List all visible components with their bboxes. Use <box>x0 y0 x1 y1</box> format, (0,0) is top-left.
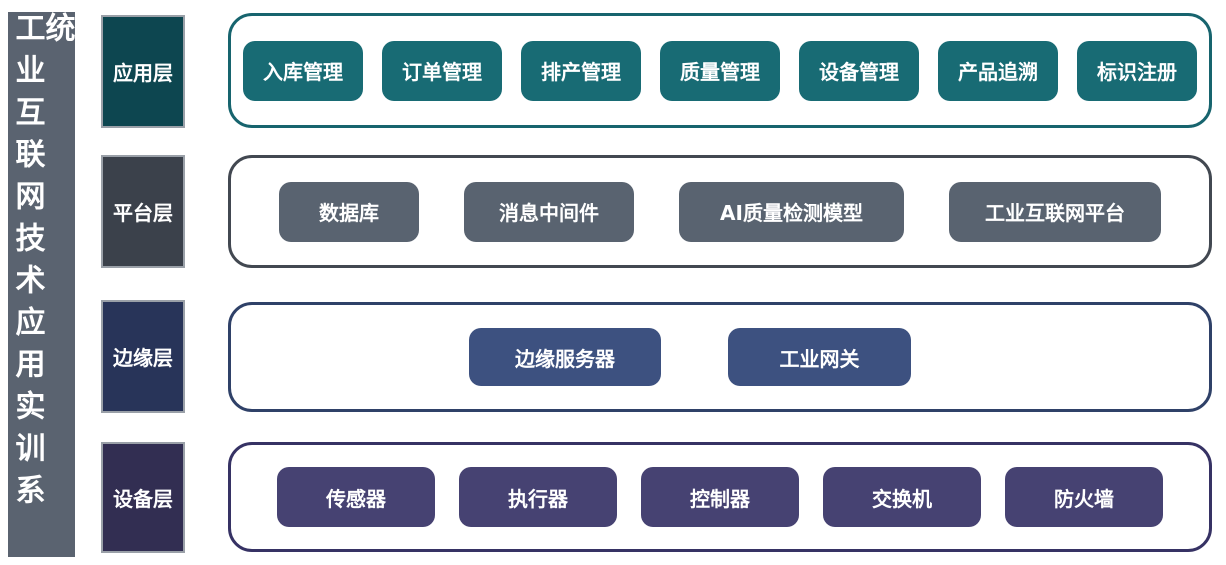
node-production-scheduling: 排产管理 <box>521 40 641 101</box>
layer-container-edge: 边缘服务器 工业网关 <box>228 302 1212 412</box>
node-controller: 控制器 <box>641 467 799 527</box>
layer-container-application: 入库管理 订单管理 排产管理 质量管理 设备管理 产品追溯 标识注册 <box>228 13 1212 128</box>
node-message-middleware: 消息中间件 <box>464 181 634 242</box>
layer-label-device: 设备层 <box>101 442 185 553</box>
node-equipment-management: 设备管理 <box>799 40 919 101</box>
layer-label-application: 应用层 <box>101 15 185 128</box>
node-warehouse-management: 入库管理 <box>243 40 363 101</box>
node-industrial-gateway: 工业网关 <box>728 328 911 386</box>
node-firewall: 防火墙 <box>1005 467 1163 527</box>
layer-label-platform: 平台层 <box>101 155 185 268</box>
node-edge-server: 边缘服务器 <box>469 328 661 386</box>
node-order-management: 订单管理 <box>382 40 502 101</box>
system-title-bar: 工业互联网技术应用实训系统 <box>8 12 75 557</box>
node-identifier-registration: 标识注册 <box>1077 40 1197 101</box>
layer-container-device: 传感器 执行器 控制器 交换机 防火墙 <box>228 442 1212 552</box>
node-switch: 交换机 <box>823 467 981 527</box>
node-actuator: 执行器 <box>459 467 617 527</box>
node-database: 数据库 <box>279 181 419 242</box>
node-sensor: 传感器 <box>277 467 435 527</box>
node-ai-quality-inspection-model: AI质量检测模型 <box>679 181 904 242</box>
node-industrial-internet-platform: 工业互联网平台 <box>949 181 1161 242</box>
system-title: 工业互联网技术应用实训系统 <box>9 12 75 516</box>
node-quality-management: 质量管理 <box>660 40 780 101</box>
layer-container-platform: 数据库 消息中间件 AI质量检测模型 工业互联网平台 <box>228 155 1212 268</box>
node-product-traceability: 产品追溯 <box>938 40 1058 101</box>
layer-label-edge: 边缘层 <box>101 300 185 413</box>
